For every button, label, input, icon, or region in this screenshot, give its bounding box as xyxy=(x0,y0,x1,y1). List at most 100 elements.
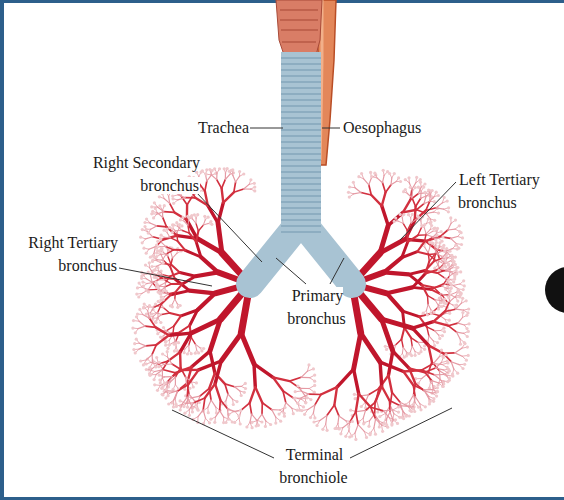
branch xyxy=(185,377,187,384)
alveolus xyxy=(446,380,449,383)
branch xyxy=(175,299,177,304)
alveolus xyxy=(367,425,370,428)
branch xyxy=(446,266,451,270)
alveolus xyxy=(139,359,142,362)
alveolus xyxy=(446,200,449,203)
alveolus xyxy=(157,300,160,303)
branch xyxy=(391,181,396,184)
branch xyxy=(262,403,272,410)
branch xyxy=(389,351,393,375)
branch xyxy=(207,175,211,181)
alveolus xyxy=(462,279,465,282)
branch xyxy=(416,198,421,206)
alveolus xyxy=(161,393,164,396)
branch xyxy=(226,394,228,401)
branch xyxy=(436,368,444,370)
branch xyxy=(170,267,175,279)
alveolus xyxy=(195,404,198,407)
branch xyxy=(217,180,222,189)
label-text: Left Tertiary bronchus xyxy=(458,171,540,211)
branch xyxy=(153,312,158,316)
alveolus xyxy=(142,306,145,309)
branch xyxy=(320,416,327,421)
alveolus xyxy=(354,397,357,400)
alveolus xyxy=(157,291,160,294)
alveolus xyxy=(461,311,464,314)
larynx xyxy=(276,0,322,55)
alveolus xyxy=(417,186,420,189)
alveolus xyxy=(394,418,397,421)
alveolus xyxy=(347,425,350,428)
branch xyxy=(169,292,176,294)
alveolus xyxy=(227,418,230,421)
branch xyxy=(180,273,196,277)
branch xyxy=(424,238,432,242)
alveolus xyxy=(429,400,432,403)
alveolus xyxy=(468,322,471,325)
branch xyxy=(194,398,205,403)
branch xyxy=(430,197,435,202)
branch xyxy=(315,395,321,405)
alveolus xyxy=(350,435,353,438)
alveolus xyxy=(440,230,443,233)
branch xyxy=(196,242,201,257)
alveolus xyxy=(373,172,376,175)
alveolus xyxy=(423,191,426,194)
alveolus xyxy=(369,171,372,174)
branch xyxy=(339,416,346,421)
alveolus xyxy=(150,313,153,316)
alveolus xyxy=(137,295,140,298)
alveolus xyxy=(167,394,170,397)
part-label: Trachea xyxy=(150,116,250,139)
branch xyxy=(170,313,181,316)
alveolus xyxy=(164,344,167,347)
branch xyxy=(389,375,393,392)
branch xyxy=(435,300,438,305)
branch xyxy=(363,410,365,418)
branch xyxy=(384,272,409,274)
alveolus xyxy=(338,427,341,430)
branch xyxy=(283,391,286,403)
alveolus xyxy=(433,227,436,230)
branch xyxy=(437,273,444,278)
alveolus xyxy=(466,335,469,338)
branch xyxy=(434,374,443,375)
branch xyxy=(375,386,382,402)
alveolus xyxy=(150,212,153,215)
alveolus xyxy=(417,352,420,355)
alveolus xyxy=(423,348,426,351)
branch xyxy=(174,292,176,299)
alveolus xyxy=(190,352,193,355)
alveolus xyxy=(294,397,297,400)
alveolus xyxy=(442,244,445,247)
alveolus xyxy=(449,287,452,290)
alveolus xyxy=(453,273,456,276)
ring xyxy=(281,93,321,95)
alveolus xyxy=(213,167,216,170)
alveolus xyxy=(378,425,381,428)
alveolus xyxy=(163,382,166,385)
branch xyxy=(171,252,173,258)
branch xyxy=(196,231,198,242)
branch xyxy=(146,237,153,239)
branch xyxy=(228,409,236,412)
alveolus xyxy=(242,172,245,175)
alveolus xyxy=(153,383,156,386)
alveolus xyxy=(147,232,150,235)
branch xyxy=(434,375,441,381)
alveolus xyxy=(145,368,148,371)
label-text: Primary bronchus xyxy=(287,287,347,327)
branch xyxy=(410,395,414,402)
alveolus xyxy=(179,408,182,411)
alveolus xyxy=(460,231,463,234)
alveolus xyxy=(442,356,445,359)
alveolus xyxy=(437,212,440,215)
branch xyxy=(195,344,196,350)
branch xyxy=(383,183,386,193)
alveolus xyxy=(195,381,198,384)
alveolus xyxy=(134,331,137,334)
branch xyxy=(175,284,182,292)
alveolus xyxy=(448,290,451,293)
ring xyxy=(281,171,321,173)
alveolus xyxy=(187,216,190,219)
